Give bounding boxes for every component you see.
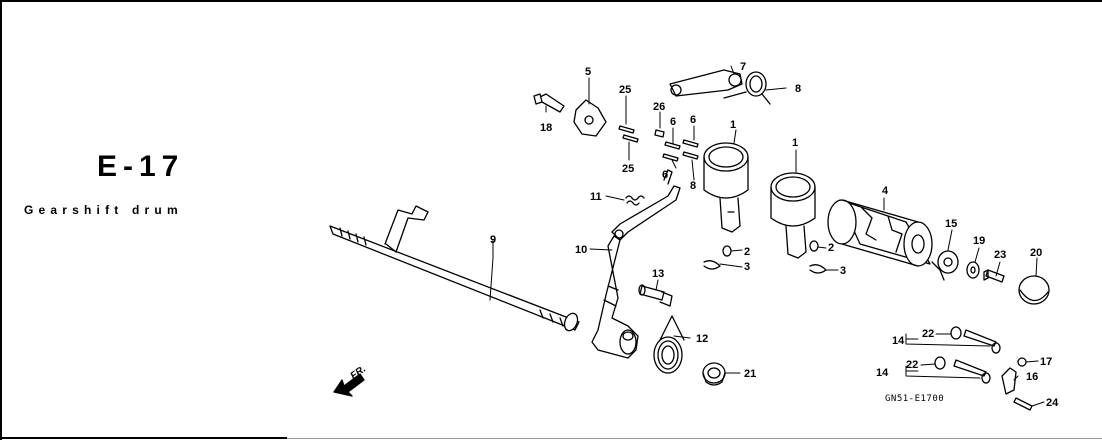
- part-oil-seal: [702, 362, 726, 386]
- callout: 1: [792, 137, 798, 149]
- callout: 13: [652, 268, 664, 280]
- callout: 23: [994, 249, 1006, 261]
- callout: 2: [828, 242, 834, 254]
- callout: 6: [662, 169, 668, 181]
- part-rollers-clips: [703, 240, 827, 274]
- callout: 10: [575, 244, 587, 256]
- callout: 14: [892, 335, 905, 347]
- part-bolt-18: [533, 93, 565, 113]
- part-shift-fork-a: [703, 142, 749, 233]
- callout: 2: [744, 246, 750, 258]
- frame-left-rule: [0, 0, 2, 440]
- part-cam-plate: [573, 99, 607, 137]
- callout: 12: [696, 333, 708, 345]
- page-code: E-17: [97, 150, 185, 183]
- callout: 24: [1046, 397, 1059, 409]
- callout: 25: [622, 163, 634, 175]
- frame-bottom-thin-rule: [287, 438, 1102, 439]
- callout: 22: [922, 328, 934, 340]
- part-cap: [1018, 275, 1050, 305]
- part-dowel-pins: [618, 125, 639, 143]
- part-pin-bolts-oring: [934, 326, 1001, 384]
- part-stopper-arm: [611, 169, 681, 241]
- leader-lines: [489, 65, 1045, 407]
- callout: 21: [744, 368, 756, 380]
- page-caption: Gearshift drum: [24, 203, 183, 217]
- part-washer: [966, 261, 980, 279]
- callout: 16: [1026, 371, 1038, 383]
- callout: 20: [1030, 247, 1042, 259]
- part-drum-center: [931, 250, 959, 281]
- callout: 15: [945, 218, 957, 230]
- part-gearshift-drum: [827, 199, 933, 267]
- callout: 3: [744, 261, 750, 273]
- callout: 7: [740, 61, 746, 73]
- callout: 22: [906, 359, 918, 371]
- front-label: FR.: [348, 364, 368, 382]
- callout: 9: [490, 234, 496, 246]
- part-spring-top: [723, 71, 771, 105]
- callout: 4: [882, 185, 889, 197]
- front-direction-arrow-icon: [333, 373, 365, 397]
- part-bolt-23: [983, 269, 1005, 283]
- callout: 26: [653, 101, 665, 113]
- callout: 11: [590, 191, 602, 203]
- part-return-spring: [653, 315, 685, 374]
- part-gearshift-arm: [591, 235, 639, 359]
- callout: 6: [690, 114, 696, 126]
- part-gearshift-spindle: [329, 205, 580, 332]
- callout: 19: [973, 235, 985, 247]
- part-bracket-set: [1001, 357, 1033, 411]
- callout-labels: 1 1 2 3 2 3 4 5 6 6 6 8 7 8 9 10 11 12 1…: [490, 61, 1059, 409]
- callout: 25: [619, 84, 631, 96]
- frame-top-rule: [0, 0, 1102, 2]
- callout: 17: [1040, 356, 1052, 368]
- part-pin-bolt: [638, 284, 673, 307]
- part-guide-pins: [654, 129, 699, 162]
- callout: 8: [690, 180, 696, 192]
- callout: 6: [670, 116, 676, 128]
- callout: 1: [730, 119, 736, 131]
- part-shift-fork-b: [770, 172, 816, 259]
- part-spring-small: [625, 195, 645, 206]
- part-stopper-plate: [669, 69, 743, 97]
- reference-code: GN51-E1700: [885, 394, 944, 404]
- callout: 18: [540, 122, 552, 134]
- callout: 3: [840, 265, 846, 277]
- callout: 14: [876, 367, 889, 379]
- callout: 8: [795, 83, 801, 95]
- frame-bottom-rule: [0, 437, 287, 439]
- callout: 5: [585, 66, 591, 78]
